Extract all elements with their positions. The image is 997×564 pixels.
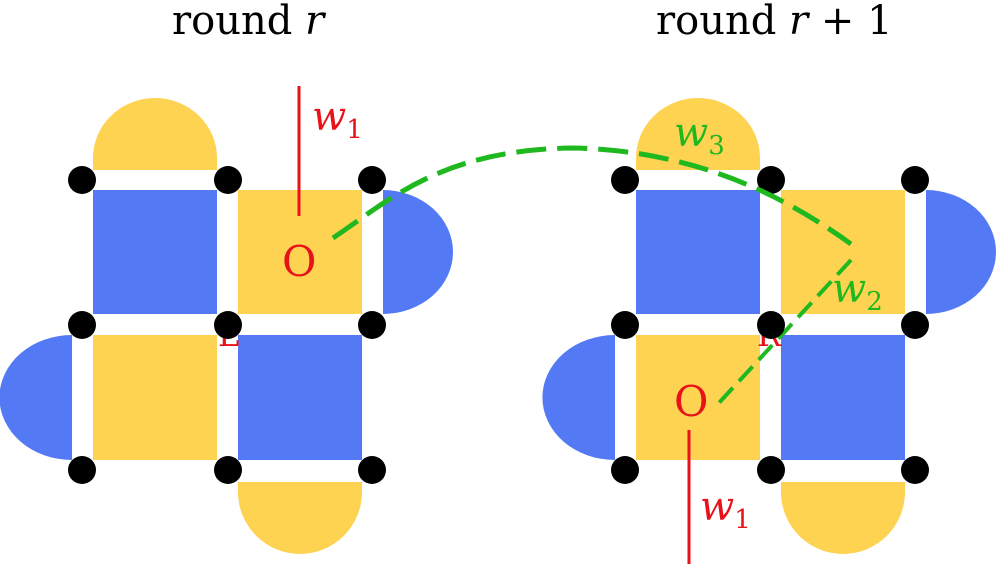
top-yellow-cap — [93, 98, 217, 170]
origin-label-right: O — [674, 377, 708, 426]
square-bottom-left-yellow — [93, 335, 217, 460]
right-blue-cap — [926, 190, 996, 314]
vertex — [214, 166, 242, 194]
bottom-yellow-cap — [238, 482, 362, 554]
vertex — [757, 456, 785, 484]
wire-w1-label: w1 — [700, 484, 751, 535]
left-blue-cap — [0, 335, 72, 460]
vertex — [214, 311, 242, 339]
vertex — [358, 166, 386, 194]
vertex — [901, 166, 929, 194]
vertex — [757, 166, 785, 194]
wire-w1-label: w1 — [312, 94, 363, 145]
vertex — [214, 456, 242, 484]
right-blue-cap — [383, 190, 453, 314]
wire-w3-label: w3 — [674, 110, 725, 161]
vertex — [68, 456, 96, 484]
vertex — [358, 311, 386, 339]
panel-round-r: round r w1 O L — [0, 0, 453, 554]
square-bottom-left-yellow — [636, 335, 760, 460]
vertex — [757, 311, 785, 339]
square-top-left-blue — [93, 190, 217, 314]
wire-w2 — [715, 258, 853, 407]
wire-w2-label: w2 — [832, 266, 883, 317]
vertex — [611, 166, 639, 194]
square-bottom-right-blue — [238, 335, 362, 460]
vertex — [358, 456, 386, 484]
square-bottom-right-blue — [781, 335, 905, 460]
panel-title-round-r: round r — [172, 0, 327, 44]
square-top-left-blue — [636, 190, 760, 314]
panel-title-round-r-plus-1: round r + 1 — [656, 0, 893, 44]
vertex — [68, 311, 96, 339]
top-yellow-cap — [636, 98, 760, 170]
bottom-yellow-cap — [781, 482, 905, 554]
wire-w3-arc — [331, 145, 853, 247]
vertex — [611, 456, 639, 484]
vertex — [68, 166, 96, 194]
origin-label-left: O — [282, 237, 316, 286]
vertex — [901, 456, 929, 484]
vertex — [611, 311, 639, 339]
left-blue-cap — [542, 335, 615, 460]
panel-round-r-plus-1: round r + 1 w1 w2 w3 O R — [542, 0, 996, 564]
vertex — [901, 311, 929, 339]
